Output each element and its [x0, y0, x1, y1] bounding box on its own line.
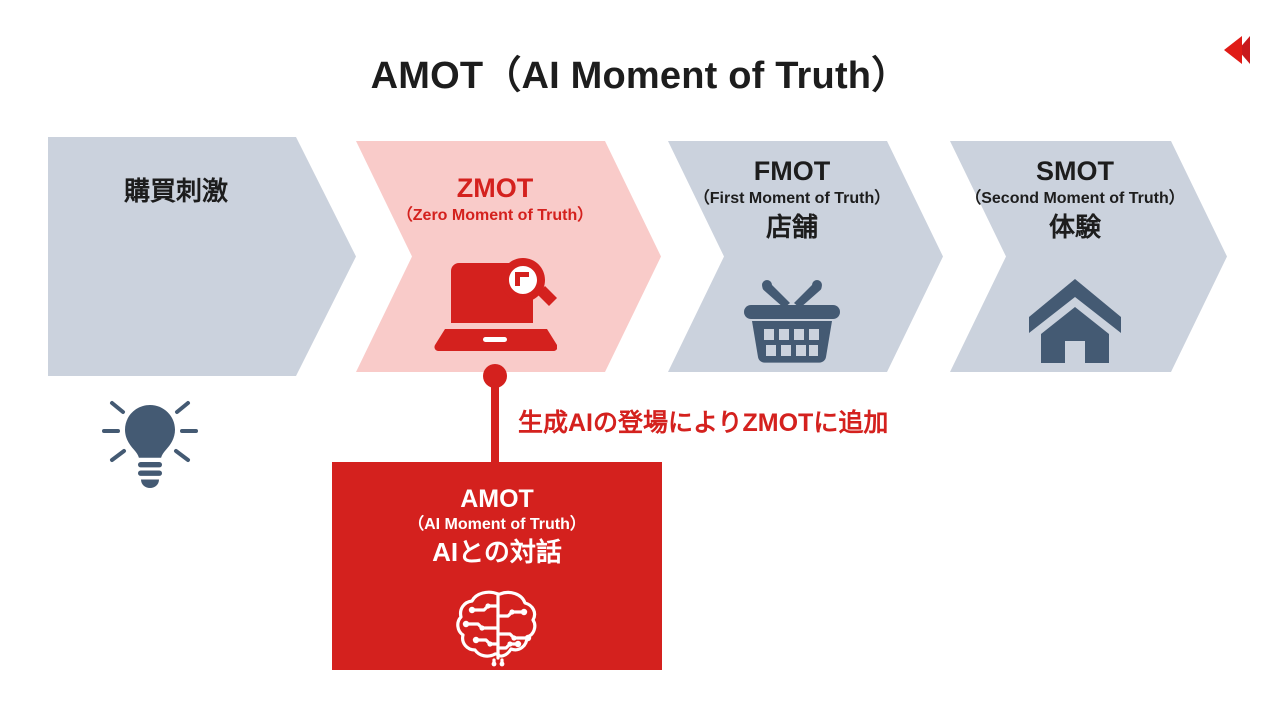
laptop-chart-search-icon	[433, 258, 558, 361]
amot-card[interactable]: AMOT （AI Moment of Truth） AIとの対話	[332, 462, 662, 670]
lightbulb-icon	[96, 401, 204, 495]
stage-smot[interactable]: SMOT （Second Moment of Truth） 体験	[888, 137, 1234, 376]
amot-card-icon-wrap	[332, 586, 662, 673]
connector-line	[491, 374, 499, 464]
amot-card-jp: AIとの対話	[432, 537, 562, 568]
ai-brain-circuit-icon	[454, 590, 540, 672]
house-icon	[1027, 279, 1123, 369]
amot-card-main: AMOT	[460, 485, 534, 513]
brand-logo	[1212, 28, 1256, 72]
amot-card-text: AMOT （AI Moment of Truth） AIとの対話	[332, 484, 662, 568]
amot-card-sub: （AI Moment of Truth）	[408, 516, 586, 533]
annotation-note: 生成AIの登場によりZMOTに追加	[518, 409, 889, 437]
page-title: AMOT（AI Moment of Truth）	[370, 55, 910, 97]
customer-journey-chevron-band: 購買刺激	[48, 137, 1234, 488]
shopping-basket-icon	[740, 280, 844, 369]
